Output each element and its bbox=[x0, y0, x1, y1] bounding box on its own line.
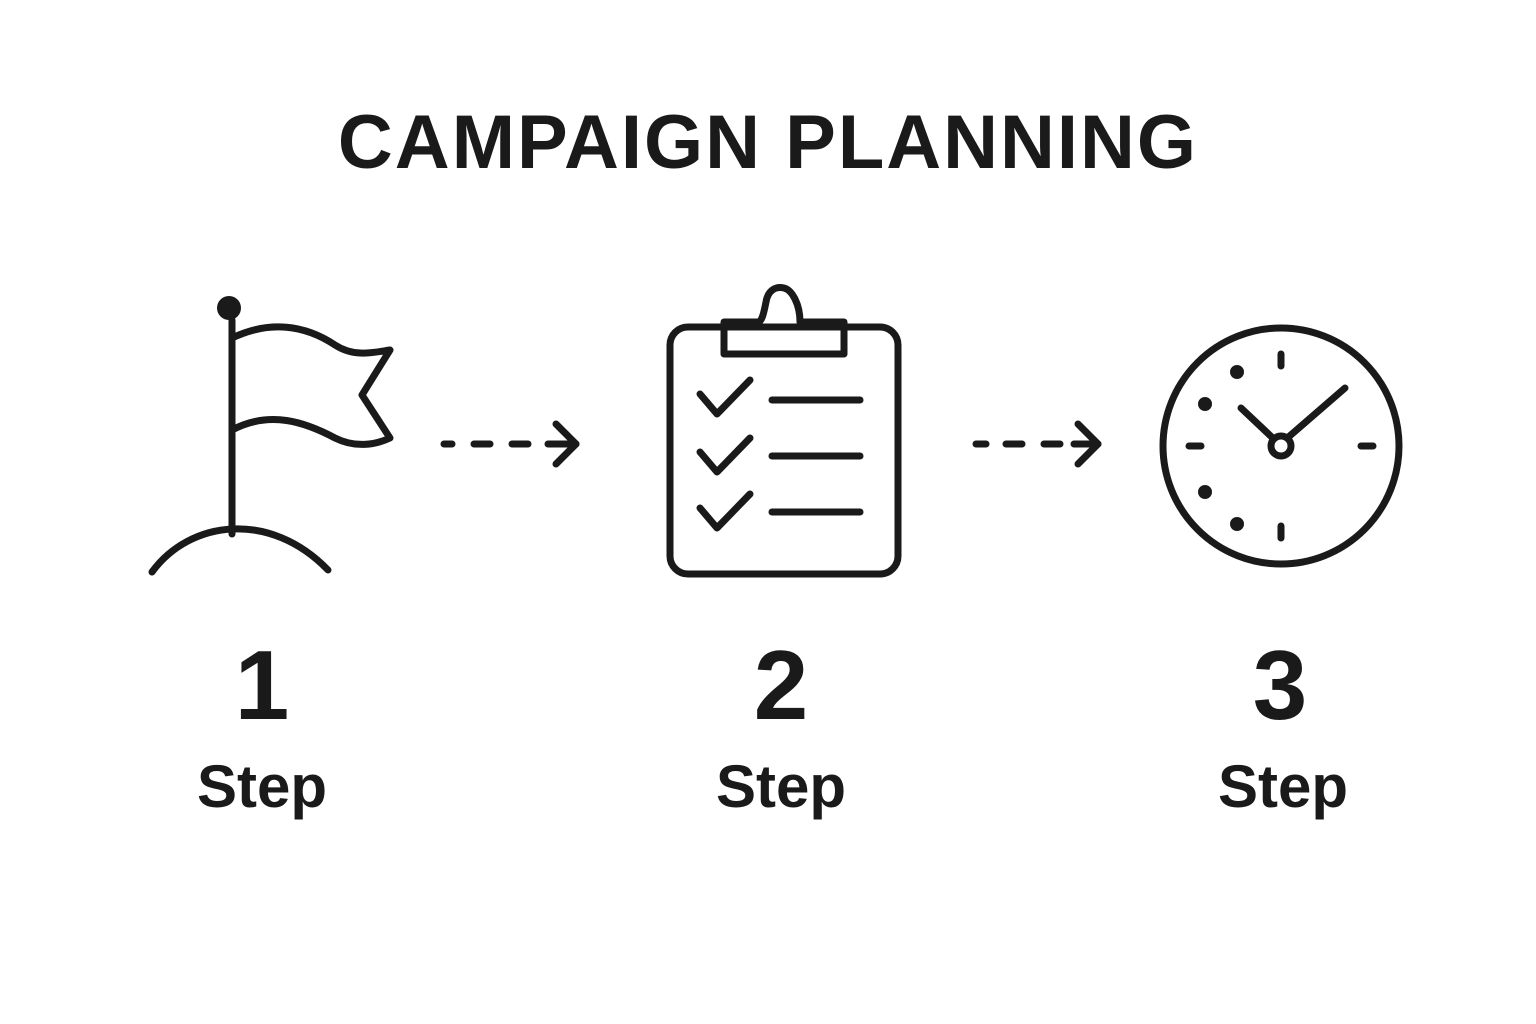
step-2-label: Step bbox=[715, 753, 847, 820]
flag-icon bbox=[140, 290, 400, 590]
step-1-number: 1 bbox=[234, 630, 290, 740]
clipboard-checklist-icon bbox=[662, 282, 907, 582]
step-3-number: 3 bbox=[1252, 630, 1308, 740]
step-3-label: Step bbox=[1217, 753, 1349, 820]
diagram-title: CAMPAIGN PLANNING bbox=[337, 100, 1199, 185]
clock-icon bbox=[1155, 320, 1407, 572]
connector-arrow-1 bbox=[438, 420, 588, 470]
step-1-label: Step bbox=[196, 753, 328, 820]
step-2-number: 2 bbox=[753, 630, 809, 740]
connector-arrow-2 bbox=[970, 420, 1120, 470]
